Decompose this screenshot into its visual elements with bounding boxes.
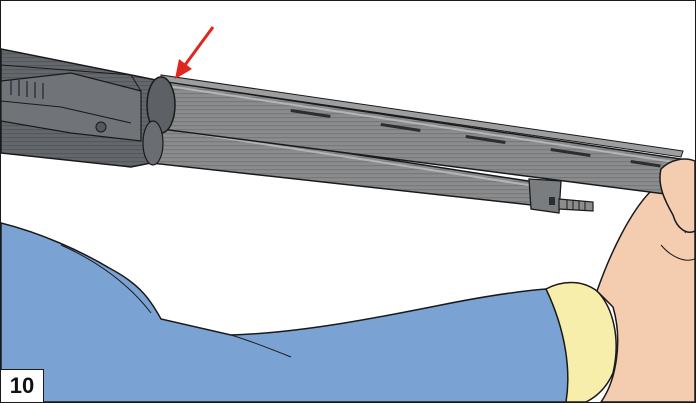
magazine-stud: [558, 198, 594, 212]
fingers: [659, 158, 695, 233]
arm-sleeve: [1, 222, 577, 402]
receiver-grip-lines: [10, 79, 44, 99]
step-number: 10: [1, 369, 44, 402]
red-pointer-arrow-icon: [175, 26, 215, 79]
barrel-hanger: [528, 178, 562, 214]
barrel-rib-slots: [290, 109, 661, 168]
receiver-screw: [95, 121, 107, 133]
